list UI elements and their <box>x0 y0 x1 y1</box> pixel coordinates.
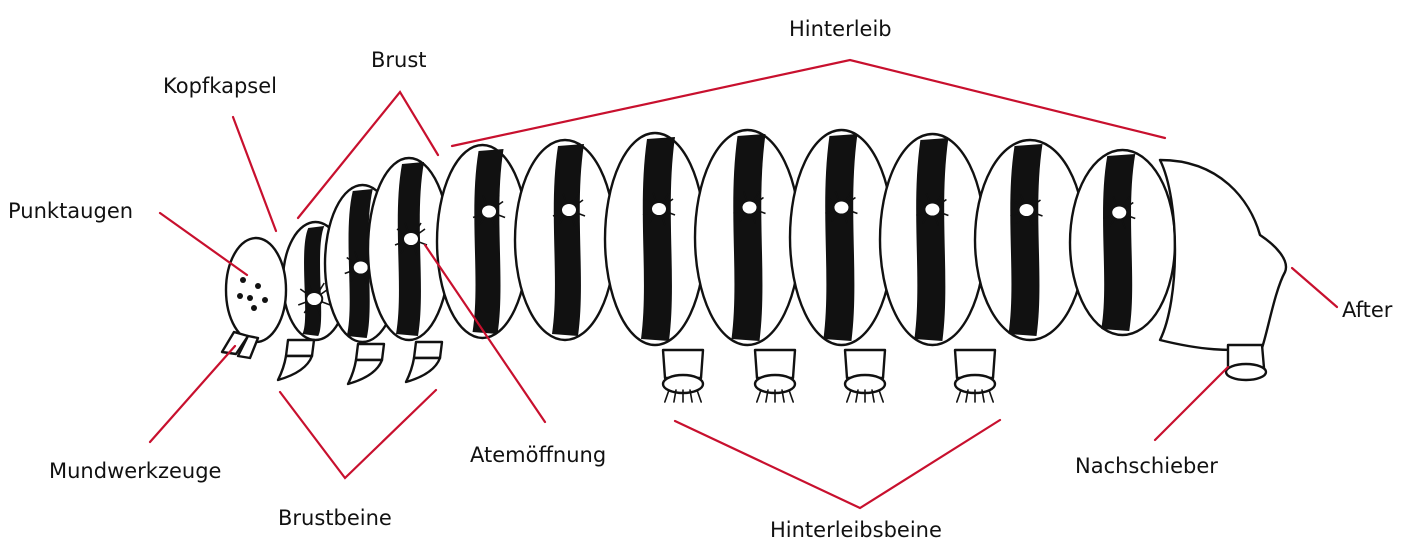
head-capsule <box>226 238 286 342</box>
label-brustbeine: Brustbeine <box>278 508 392 529</box>
spiracle <box>481 205 497 219</box>
leader-kopfkapsel <box>233 117 276 231</box>
body-stripe <box>1009 144 1043 336</box>
label-atemoeffnung: Atemöffnung <box>470 445 606 466</box>
label-hinterleib: Hinterleib <box>789 19 892 40</box>
thoracic-leg <box>356 344 384 360</box>
spiracle <box>1111 206 1127 220</box>
label-mundwerkzeuge: Mundwerkzeuge <box>49 461 221 482</box>
thoracic-leg-claw <box>278 356 312 380</box>
body-stripe <box>823 134 857 341</box>
thoracic-leg <box>286 340 314 356</box>
leader-after <box>1292 268 1337 307</box>
body-stripe <box>473 149 504 334</box>
leader-mundwerkzeuge <box>150 346 235 442</box>
spiracle <box>924 203 940 217</box>
body-stripe <box>552 144 584 336</box>
proleg-crochet <box>665 390 669 402</box>
leader-punktaugen <box>160 213 247 275</box>
proleg-crochet <box>789 390 793 402</box>
body-stripe <box>641 137 675 341</box>
body-stripe <box>732 134 766 341</box>
thoracic-leg-claw <box>348 360 382 384</box>
proleg-crochet <box>989 390 993 402</box>
leader-nachschieber <box>1155 367 1228 440</box>
body-stripe <box>914 138 948 341</box>
eye-spot <box>237 293 243 299</box>
label-nachschieber: Nachschieber <box>1075 456 1218 477</box>
eye-spot <box>262 297 268 303</box>
eye-spot <box>247 295 253 301</box>
spiracle <box>833 201 849 215</box>
spiracle <box>306 292 322 306</box>
eye-spot <box>240 277 246 283</box>
label-after: After <box>1342 300 1392 321</box>
proleg-crochet <box>957 390 961 402</box>
spiracle <box>403 232 419 246</box>
label-brust: Brust <box>371 50 427 71</box>
thoracic-leg <box>414 342 442 358</box>
leader-hinterleibsbeine <box>675 420 1000 508</box>
label-kopfkapsel: Kopfkapsel <box>163 76 277 97</box>
anal-proleg-pad <box>1226 364 1266 380</box>
proleg-crochet <box>757 390 761 402</box>
leader-hinterleib <box>452 60 1165 146</box>
thoracic-leg-claw <box>406 358 440 382</box>
caterpillar-body <box>222 130 1286 402</box>
label-hinterleibsbeine: Hinterleibsbeine <box>770 520 942 541</box>
leader-brustbeine <box>280 390 436 478</box>
eye-spot <box>251 305 257 311</box>
body-stripe <box>1101 154 1135 331</box>
tail-segment <box>1160 160 1286 350</box>
spiracle <box>1019 203 1035 217</box>
spiracle <box>561 203 577 217</box>
spiracle <box>651 202 667 216</box>
spiracle <box>742 201 758 215</box>
body-stripe <box>396 162 424 336</box>
spiracle <box>353 261 369 275</box>
label-punktaugen: Punktaugen <box>8 201 133 222</box>
eye-spot <box>255 283 261 289</box>
proleg-crochet <box>847 390 851 402</box>
proleg-crochet <box>697 390 701 402</box>
proleg-crochet <box>879 390 883 402</box>
